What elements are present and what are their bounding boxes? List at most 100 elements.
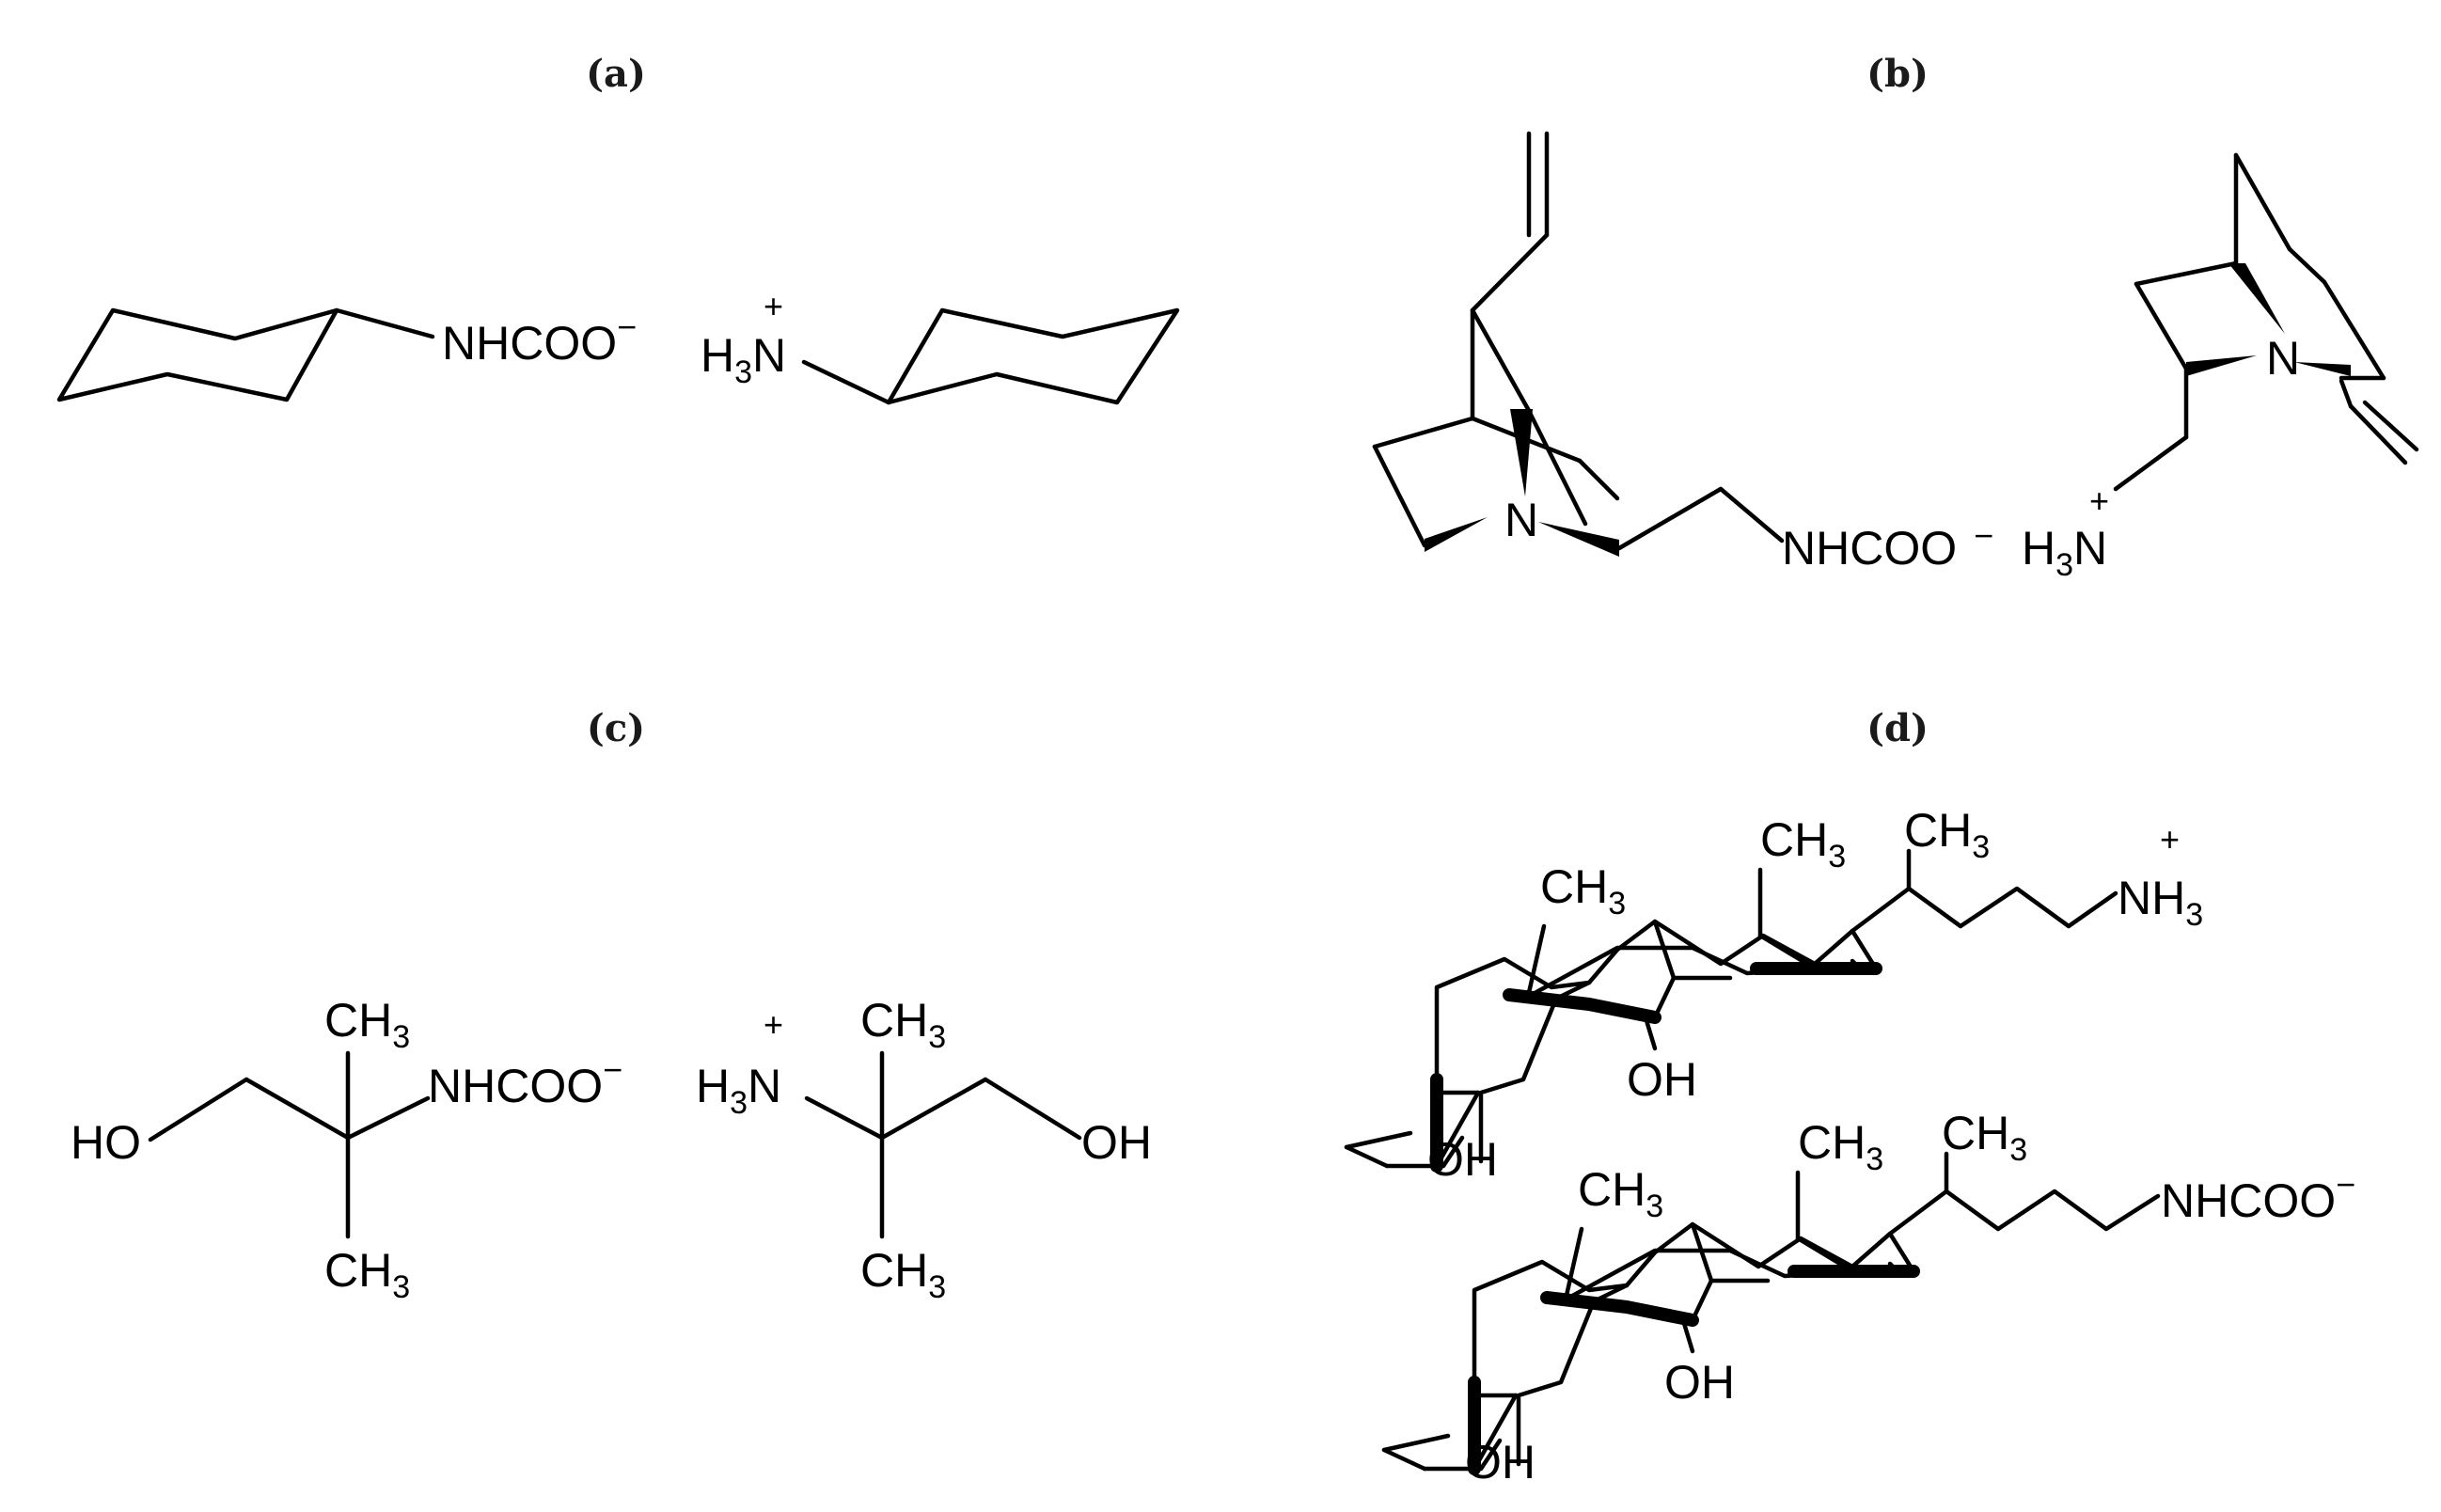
steroid-bold-edge	[1503, 988, 1661, 1024]
cage-bond	[2134, 281, 2189, 371]
cyclohexane-ring-left	[56, 307, 339, 402]
bond-c-ch2	[879, 1077, 988, 1141]
nhcoo-group: NHCOO−	[442, 307, 637, 370]
bond-to-hydroxyl	[1680, 1317, 1695, 1354]
ring-bond	[1381, 1433, 1451, 1453]
side-chain-bond	[1887, 1189, 1949, 1236]
methyl-bottom: CH3	[860, 1244, 946, 1305]
panel-d: (d) CH3 CH3	[1344, 706, 2355, 1488]
bond-to-methyl	[1525, 923, 1547, 1000]
steroid-skeleton	[1690, 1221, 1714, 1323]
wedge-bond	[1510, 409, 1533, 496]
wedge-bond	[2228, 263, 2285, 334]
cyclohexane-ring-right	[886, 307, 1180, 405]
methyl-c13: CH3	[1760, 813, 1846, 874]
methyl-c10: CH3	[1540, 860, 1626, 921]
panel-c-label: (c)	[587, 706, 645, 750]
panel-a: (a) NHCOO− + H3N	[56, 52, 1180, 405]
methyl-c13: CH3	[1798, 1116, 1883, 1177]
steroid-bold-edge	[1540, 1291, 1699, 1327]
cage-bond	[1525, 406, 1588, 527]
methyl-side-chain: CH3	[1904, 804, 1990, 865]
aminomethylpropanol-carbamate-anion: HO CH3 CH3 NHCOO−	[71, 994, 622, 1305]
bond-o-ch2	[148, 1077, 249, 1142]
wedge-bond	[1538, 522, 1619, 557]
steroid-carbamate-anion: CH3 CH3 CH3 NHCOO− OH OH	[1381, 1107, 2355, 1488]
nhcoo-group: NHCOO−	[428, 1050, 622, 1112]
nhcoo-group: NHCOO−	[1782, 516, 1993, 575]
methyl-top: CH3	[324, 994, 410, 1055]
vinyl-double-bond-1	[2348, 403, 2408, 465]
side-chain-bond	[1906, 886, 2118, 929]
panel-d-label: (d)	[1866, 706, 1929, 750]
bond-n-c	[804, 1095, 885, 1141]
cage-bond	[2134, 260, 2239, 287]
hydroxyl-group: OH	[1081, 1116, 1152, 1169]
hydroxyl-group: HO	[71, 1116, 141, 1169]
wedge-bond	[2294, 362, 2351, 376]
ring-bond	[1434, 1090, 1481, 1169]
side-chain-bond	[1616, 486, 1724, 551]
ring-bond	[1344, 1144, 1390, 1169]
steroid-ammonium-cation: CH3 CH3 CH3 + NH3 OH OH	[1344, 804, 2203, 1186]
cage-bond	[1470, 307, 1531, 412]
steroid-skeleton	[1434, 956, 1592, 1082]
vinyl-bond	[2339, 378, 2354, 409]
bond-ch2-c	[244, 1077, 351, 1141]
ammonium-group: H3N	[696, 1060, 781, 1121]
side-chain-bond	[2113, 434, 2189, 492]
ring-bond	[1381, 1447, 1427, 1472]
bond-ring-to-nitrogen	[334, 307, 435, 339]
panel-b-label: (b)	[1866, 52, 1929, 96]
ammonium-charge: +	[764, 1005, 783, 1044]
bond-nitrogen-to-ring	[801, 359, 891, 405]
cage-bond	[1577, 458, 1620, 501]
aminomethylpropanol-ammonium-cation: + H3N CH3 CH3 OH	[696, 994, 1152, 1305]
cyclohexylcarbamate-anion: NHCOO−	[56, 307, 637, 402]
steroid-skeleton	[1472, 1259, 1630, 1385]
cage-bond	[2233, 152, 2292, 252]
ammonium-charge: +	[764, 287, 783, 325]
steroid-skeleton	[1652, 919, 1677, 1020]
side-chain-bond	[1850, 886, 1912, 934]
bond-to-hydroxyl	[1643, 1015, 1658, 1051]
bond-to-hydroxyl	[1478, 1438, 1503, 1472]
ring-nitrogen: N	[1504, 494, 1538, 546]
bond-to-methyl	[1563, 1226, 1584, 1302]
quinuclidine-carbamate-anion: N NHCOO−	[1372, 131, 1993, 575]
hydroxyl-c3: OH	[1465, 1436, 1535, 1488]
nhcoo-group: NHCOO−	[2161, 1165, 2355, 1227]
ammonium-charge: +	[2160, 820, 2180, 858]
cage-bond	[1372, 444, 1427, 548]
cyclohexylammonium-cation: + H3N	[701, 287, 1180, 405]
bond-ch2-o	[983, 1077, 1082, 1141]
hydroxyl-c12: OH	[1664, 1356, 1735, 1409]
side-chain-bond	[1944, 1189, 2161, 1232]
vinyl-double-bond-2	[2362, 400, 2419, 452]
wedge-bond	[1425, 517, 1488, 552]
ammonium-group: H3N	[2022, 522, 2107, 583]
cage-bond	[2322, 279, 2386, 381]
ring-nitrogen: N	[2266, 332, 2300, 385]
methyl-bottom: CH3	[324, 1244, 410, 1305]
hydroxyl-c12: OH	[1627, 1053, 1697, 1106]
cage-bond	[1372, 416, 1475, 449]
wedge-bond	[2186, 355, 2257, 376]
methyl-top: CH3	[860, 994, 946, 1055]
cage-bond	[2287, 246, 2327, 285]
panel-c: (c) HO CH3 CH3 NHCOO− + H3N	[71, 706, 1152, 1305]
side-chain-bond	[1718, 486, 1785, 543]
bond-c-n	[345, 1095, 431, 1141]
ammonium-charge: +	[2089, 481, 2109, 520]
quinuclidine-ammonium-cation: N + H3N	[2022, 152, 2419, 583]
ring-bond	[1472, 1393, 1519, 1472]
bond-to-hydroxyl	[1441, 1135, 1465, 1169]
ammonium-group: NH3	[2118, 872, 2203, 933]
hydroxyl-c3: OH	[1427, 1133, 1498, 1186]
methyl-c10: CH3	[1578, 1163, 1663, 1224]
vinyl-single-bond	[1470, 232, 1550, 313]
methyl-side-chain: CH3	[1942, 1107, 2027, 1168]
panel-a-label: (a)	[586, 52, 646, 96]
panel-b: (b) N NHCOO−	[1372, 52, 2419, 583]
